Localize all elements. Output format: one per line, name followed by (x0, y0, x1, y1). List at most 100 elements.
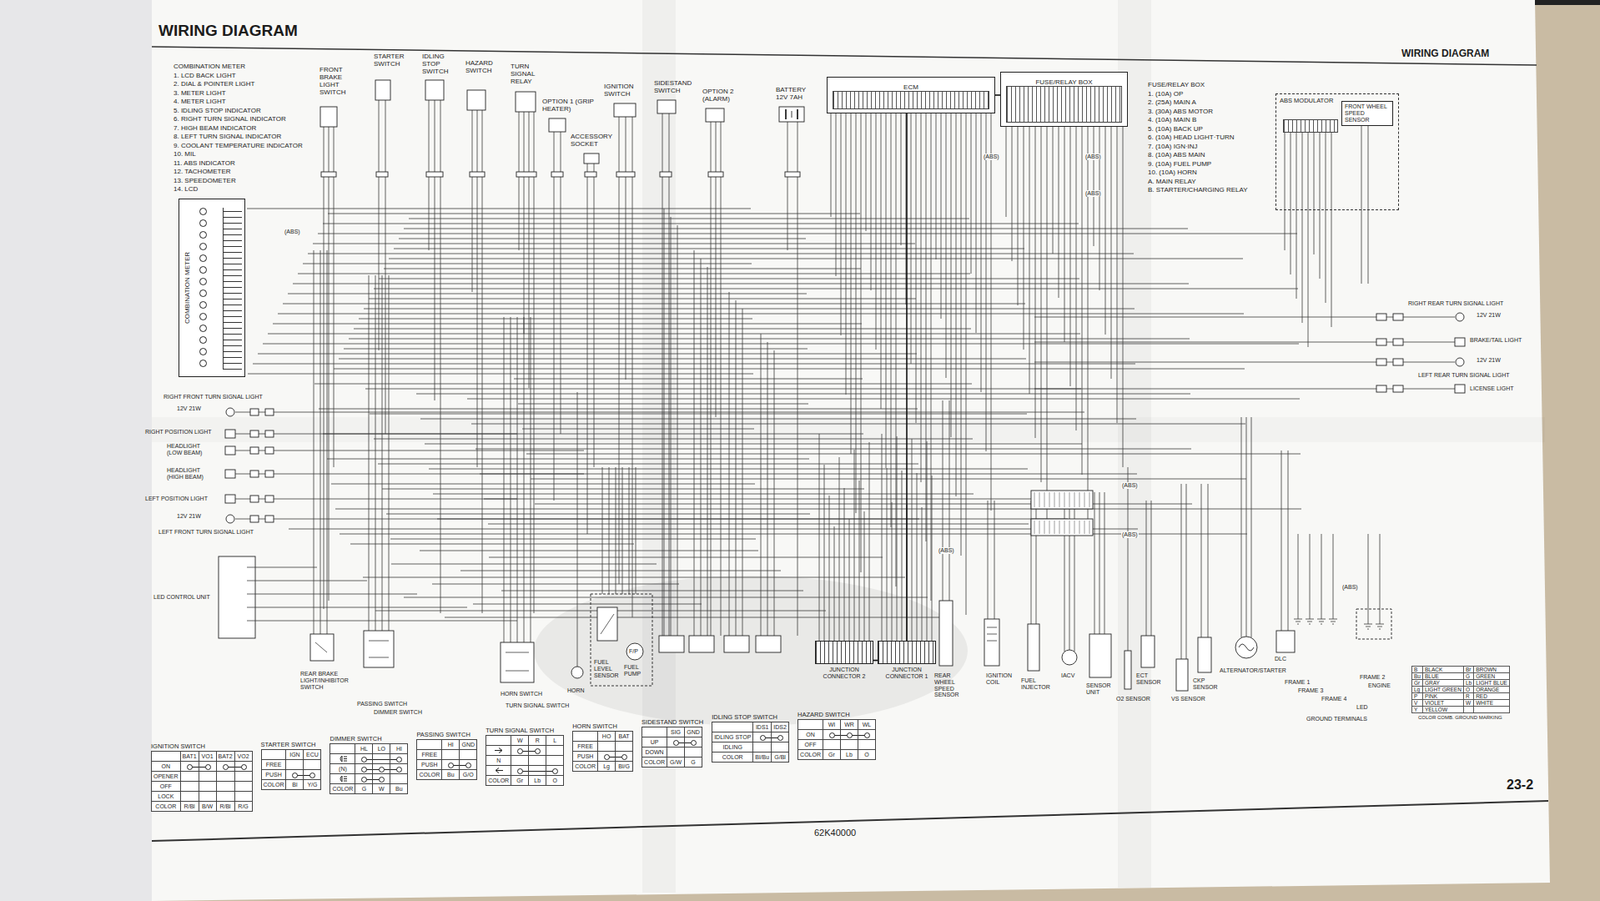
wire (255, 607, 468, 609)
wire (258, 518, 266, 520)
wire (1064, 492, 1066, 508)
wire (382, 275, 383, 631)
switch-cell (151, 751, 182, 762)
wire (664, 208, 665, 636)
switch-cell (198, 761, 217, 772)
switch-terminal (517, 768, 524, 775)
switch-cell (355, 774, 373, 785)
table-cell-text: ON (161, 763, 172, 770)
table-cell-text: DOWN (644, 749, 664, 755)
node-label: ECM (903, 83, 919, 91)
table-row: COLORR/BlB/WR/BlR/G (151, 801, 253, 812)
wire (523, 316, 525, 643)
part-name: LEFT POSITION LIGHT (145, 495, 208, 503)
switch-cell (528, 755, 547, 766)
wire (1084, 492, 1086, 508)
switch-cell (180, 781, 199, 792)
switch-icon (340, 775, 348, 782)
table-row: BuBLUEGGREEN (1412, 673, 1510, 680)
wire (949, 400, 951, 601)
part-name: TURN SIGNAL RELAY (510, 63, 553, 86)
wire (1308, 130, 1309, 348)
table-cell-text: Bl (291, 781, 297, 788)
part-name: F/P (628, 648, 639, 655)
wire (424, 443, 1082, 445)
wire (577, 392, 579, 667)
switch-terminal (552, 768, 559, 775)
part-name: FUEL INJECTOR (1021, 677, 1055, 691)
color-code-text: Bu (1413, 673, 1421, 680)
table-cell: PUSH (573, 751, 599, 762)
wire (1307, 621, 1313, 623)
color-code-text: LIGHT GREEN (1424, 686, 1462, 693)
switch-cell (822, 739, 841, 750)
table-cell-text: IDLING (723, 744, 743, 750)
wire (235, 518, 251, 520)
wire (526, 453, 1301, 455)
wire (587, 163, 589, 534)
wire (921, 507, 923, 641)
node-label: PASSING SWITCH (416, 730, 478, 739)
switch-cell (286, 759, 304, 770)
switch-cell (712, 722, 754, 733)
table-row: GrGRAYLbLIGHT BLUE (1412, 679, 1510, 687)
wire (432, 493, 974, 495)
table-cell-text: Gr (516, 777, 524, 784)
switch-cell (216, 761, 235, 772)
wire (669, 113, 670, 636)
wire (313, 250, 315, 634)
wire (710, 121, 712, 636)
wire (925, 113, 927, 542)
wire (328, 126, 330, 601)
switch-cell (261, 749, 287, 760)
table-cell-text: VO1 (201, 753, 214, 760)
switch-table: HORN SWITCHHOBATFREEPUSHCOLORLgBl/G (572, 722, 634, 772)
switch-cell (216, 781, 235, 792)
color-code-text: G (1465, 673, 1470, 680)
list-item: 4. METER LIGHT (173, 98, 227, 106)
wire (1251, 417, 1253, 638)
switch-cell (330, 774, 356, 785)
table-cell: GRAY (1422, 679, 1464, 687)
pin-strip (1006, 85, 1123, 123)
part-name: IDLING STOP SWITCH (422, 53, 454, 76)
wire (1293, 618, 1303, 620)
list-item: 2. DIAL & POINTER LIGHT (173, 80, 256, 89)
list-item: 3. (30A) ABS MOTOR (1147, 108, 1213, 116)
color-code-text: R (1465, 693, 1470, 700)
connector-symbol (321, 171, 337, 177)
list-item: 14. LCD (173, 186, 198, 194)
wire-connector (905, 113, 908, 641)
switch-cell (573, 731, 599, 742)
table-row (486, 745, 564, 756)
wire (1089, 520, 1091, 534)
wire (373, 288, 1299, 290)
wire (262, 343, 1299, 345)
switch-cell (355, 764, 373, 775)
switch-cell (180, 791, 199, 802)
table-cell: Lb (1463, 679, 1474, 687)
wire (530, 478, 1247, 480)
switch-cell (771, 742, 790, 753)
connector-symbol (265, 408, 274, 416)
part-name: HAZARD SWITCH (465, 60, 499, 76)
wire (273, 433, 518, 435)
part-name: SIDESTAND SWITCH (654, 80, 698, 96)
wire (386, 513, 811, 515)
connector-symbol (755, 635, 781, 653)
part-name: 12V 21W (176, 405, 202, 413)
switch-cell (511, 755, 529, 766)
node-label: SIDESTAND SWITCH (641, 718, 704, 726)
table-cell-text: GND (462, 741, 476, 748)
switch-symbol (657, 100, 676, 114)
wire (950, 113, 952, 438)
switch-cell (234, 781, 252, 792)
wire (1325, 130, 1327, 303)
table-row: VVIOLETWWHITE (1412, 699, 1510, 707)
wire (365, 388, 1082, 390)
table-row: UP (642, 737, 703, 748)
table-cell: LIGHT GREEN (1422, 686, 1464, 694)
switch-cell (771, 732, 790, 743)
part-name: HEADLIGHT (LOW BEAM) (166, 442, 207, 457)
